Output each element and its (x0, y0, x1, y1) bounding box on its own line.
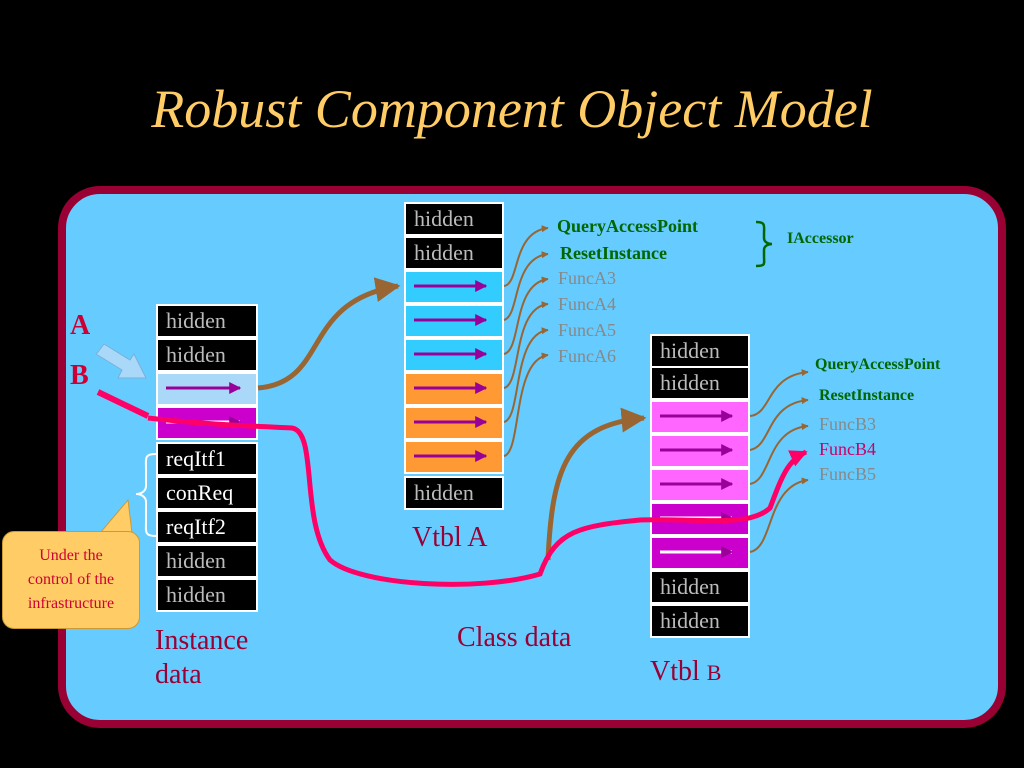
vtbl-a-func-1: QueryAccessPoint (557, 216, 698, 236)
instance-cell-reqitf1: reqItf1 (156, 442, 258, 476)
instance-cell-hidden-1: hidden (156, 304, 258, 338)
vtbl-a-cell-hidden-1: hidden (404, 202, 504, 236)
slide-title: Robust Component Object Model (151, 79, 873, 139)
instance-cell-hidden-4: hidden (156, 578, 258, 612)
instance-data-label-line1: Instance (155, 625, 249, 656)
instance-cell-hidden-2: hidden (156, 338, 258, 372)
iaccessor-label: IAccessor (787, 230, 854, 247)
callout-line-2: control of the (27, 571, 115, 588)
vtbl-b-cell-ptr-3 (650, 468, 750, 502)
vtbl-b-cell-hidden-4: hidden (650, 604, 750, 638)
vtbl-b-func-4: FuncB4 (819, 439, 877, 459)
vtbl-a-func-2: ResetInstance (560, 243, 667, 263)
vtbl-b-func-1: QueryAccessPoint (815, 356, 941, 373)
callout-line-3: infrastructure (27, 595, 115, 612)
class-data-label: Class data (457, 622, 572, 653)
infrastructure-callout: Under the control of the infrastructure (2, 531, 140, 629)
instance-cell-hidden-3: hidden (156, 544, 258, 578)
vtbl-a-cell-ptr-3 (404, 338, 504, 372)
vtbl-b-label-suffix: B (706, 660, 722, 685)
vtbl-b-cell-hidden-2: hidden (650, 366, 750, 400)
callout-line-1: Under the (39, 547, 103, 564)
vtbl-b-func-2: ResetInstance (819, 387, 915, 404)
vtbl-a-cell-hidden-2: hidden (404, 236, 504, 270)
instance-cell-reqitf2: reqItf2 (156, 510, 258, 544)
vtbl-b-label: Vtbl B (650, 656, 721, 688)
instance-cell-vptr-a (156, 372, 258, 406)
vtbl-a-cell-ptr-2 (404, 304, 504, 338)
vtbl-b-cell-ptr-4 (650, 502, 750, 536)
instance-data-label-line2: data (155, 659, 202, 690)
vtbl-b-label-main: Vtbl (650, 656, 707, 687)
vtbl-a-func-5: FuncA5 (558, 320, 616, 340)
instance-cell-vptr-b (156, 406, 258, 440)
vtbl-a-cell-ptr-4 (404, 372, 504, 406)
vtbl-b-cell-ptr-2 (650, 434, 750, 468)
vtbl-a-func-3: FuncA3 (558, 268, 616, 288)
vtbl-b-cell-hidden-3: hidden (650, 570, 750, 604)
vtbl-a-func-6: FuncA6 (558, 346, 616, 366)
pointer-b-label: B (70, 360, 89, 391)
vtbl-b-func-3: FuncB3 (819, 414, 877, 434)
vtbl-a-func-4: FuncA4 (558, 294, 616, 314)
vtbl-a-cell-ptr-5 (404, 406, 504, 440)
vtbl-b-cell-ptr-5 (650, 536, 750, 570)
pointer-a-label: A (70, 310, 91, 341)
vtbl-a-cell-ptr-6 (404, 440, 504, 474)
instance-cell-conreq: conReq (156, 476, 258, 510)
vtbl-b-cell-hidden-1: hidden (650, 334, 750, 368)
vtbl-a-cell-ptr-1 (404, 270, 504, 304)
vtbl-b-cell-ptr-1 (650, 400, 750, 434)
vtbl-a-cell-hidden-3: hidden (404, 476, 504, 510)
vtbl-b-func-5: FuncB5 (819, 464, 877, 484)
vtbl-a-label: Vtbl A (412, 522, 488, 553)
